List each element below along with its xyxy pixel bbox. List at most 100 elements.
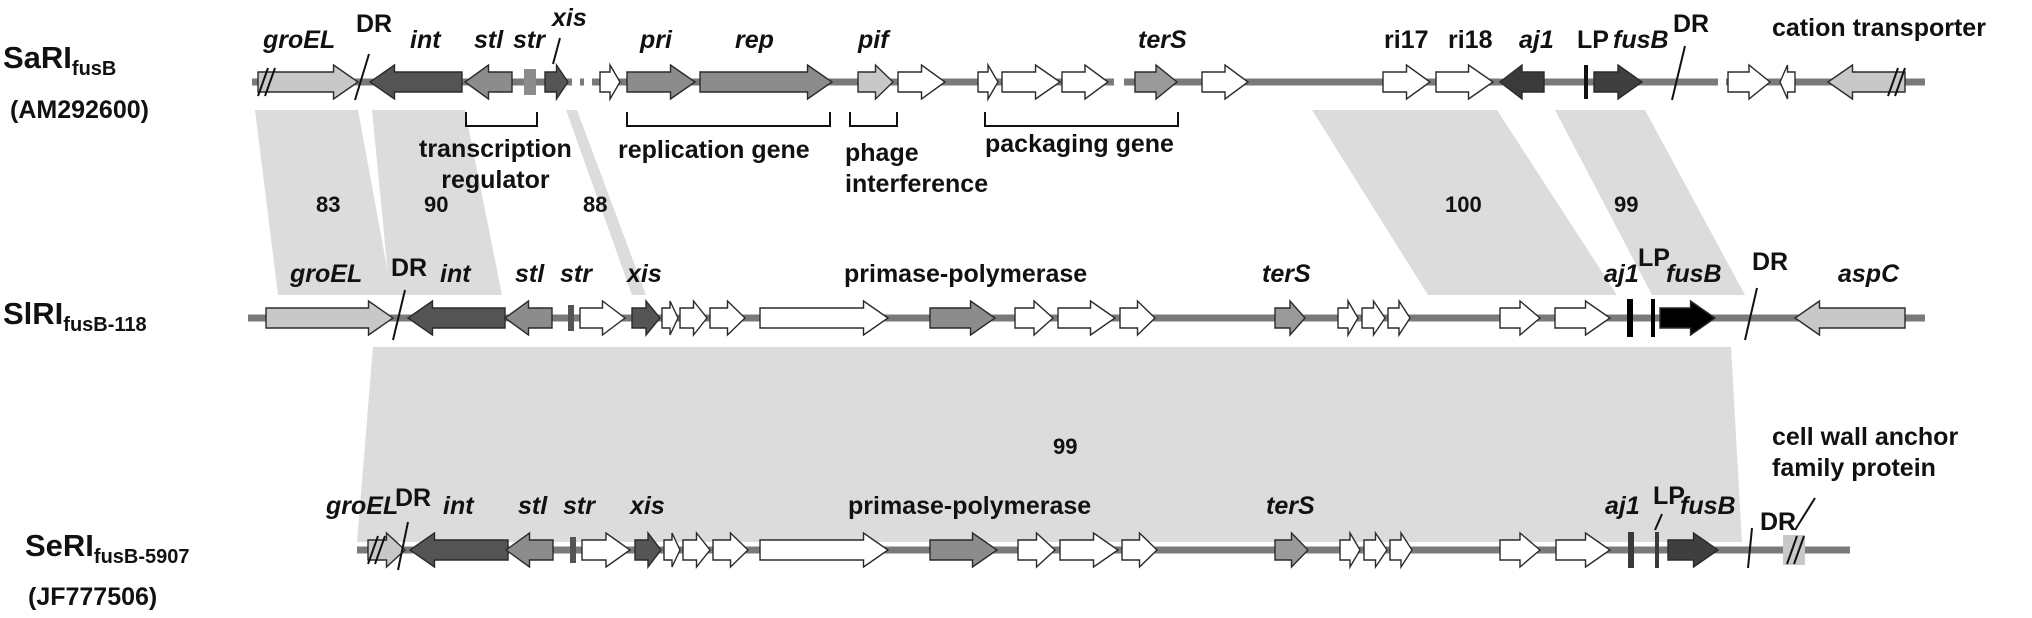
saRI-lp-label: LP — [1577, 26, 1609, 54]
seRI-orf-d — [712, 531, 750, 569]
slRI-xis-label: xis — [627, 260, 662, 288]
saRI-pif-arrow — [857, 63, 895, 101]
seRI-int-arrow — [408, 531, 509, 569]
saRI-orf-h — [1718, 70, 1726, 94]
saRI-ri17-arrow — [1382, 63, 1432, 101]
seRI-lp-bar — [1655, 532, 1659, 568]
saRI-break-left-b — [264, 67, 276, 97]
seRI-orf-b — [663, 532, 681, 568]
seRI-lp-label: LP — [1653, 482, 1685, 510]
identity-aj1: 100 — [1445, 192, 1482, 217]
saRI-rep-label: rep — [735, 26, 774, 54]
seRI-primase-polymerase-label: primase-polymerase — [848, 492, 1092, 520]
slRI-int-label: int — [440, 260, 471, 288]
saRI-xis-arrow — [544, 62, 569, 102]
seRI-dr-left-tick — [397, 521, 409, 571]
seRI-break-left-a — [367, 535, 379, 565]
saRI-fusB-arrow — [1593, 63, 1644, 101]
seRI-orf-f — [1017, 531, 1057, 569]
saRI-replication-gene-label: replication gene — [618, 136, 810, 164]
saRI-small-orf-2 — [584, 70, 592, 94]
seRI-xis-arrow — [634, 530, 662, 570]
saRI-int-label: int — [410, 26, 441, 54]
slRI-dr-right-tick — [1744, 287, 1758, 341]
shade-int — [372, 110, 502, 295]
seRI-terS-arrow — [1274, 531, 1309, 569]
slRI-stl-label: stl — [515, 260, 545, 288]
slRI-orf-b — [661, 300, 679, 336]
seRI-lp-tick — [1654, 513, 1663, 531]
seRI-stl-arrow — [504, 531, 554, 569]
slRI-groEL-arrow — [265, 299, 395, 337]
seRI-dr-right-label: DR — [1760, 508, 1797, 536]
slRI-orf-k — [1387, 298, 1411, 338]
saRI-dr-right-tick — [1671, 45, 1686, 101]
slRI-orf-a — [579, 299, 627, 337]
slRI-orf-e — [759, 299, 890, 337]
seRI-dr-right-tick — [1747, 527, 1753, 569]
saRI-transcription-regulator-label: transcription regulator — [419, 135, 572, 195]
slRI-xis-arrow — [631, 299, 661, 337]
seRI-cell-wall-pointer — [1794, 497, 1816, 531]
saRI-orf-f — [1114, 70, 1124, 94]
seRI-aj1-bar — [1628, 532, 1634, 568]
seRI-fusB-arrow — [1667, 531, 1720, 569]
saRI-cation-transporter-label: cation transporter — [1772, 14, 1986, 42]
saRI-int-arrow — [368, 63, 463, 101]
slRI-groEL-label: groEL — [290, 260, 363, 288]
slRI-primase-polymerase-arrow — [929, 299, 997, 337]
slRI-lp-bar — [1651, 299, 1655, 337]
slRI-orf-g — [1057, 299, 1117, 337]
saRI-bracket-phage — [849, 112, 898, 127]
slRI-aspC-arrow — [1793, 299, 1906, 337]
seRI-orf-m — [1555, 531, 1612, 569]
seRI-cell-wall-anchor-label: cell wall anchor family protein — [1772, 423, 1959, 483]
slRI-orf-d — [709, 299, 747, 337]
saRI-pri-label: pri — [640, 26, 672, 54]
slRI-fusB-label: fusB — [1666, 260, 1722, 288]
saRI-pif-label: pif — [858, 26, 889, 54]
saRI-dr-right-label: DR — [1673, 10, 1710, 38]
slRI-orf-j — [1361, 298, 1386, 338]
seRI-groEL-label: groEL — [326, 492, 399, 520]
saRI-small-orf-1 — [572, 70, 580, 94]
slRI-str-label: str — [560, 260, 592, 288]
slRI-terS-label: terS — [1262, 260, 1311, 288]
saRI-accession: (AM292600) — [10, 96, 149, 124]
shade-core — [357, 347, 1742, 542]
saRI-orf-g — [1201, 63, 1250, 101]
seRI-break-right-a — [1786, 535, 1798, 565]
seRI-break-left-b — [374, 535, 386, 565]
seRI-orf-c — [682, 530, 711, 570]
saRI-dr-left-label: DR — [356, 10, 393, 38]
identity-xis: 88 — [583, 192, 608, 217]
identity-int: 90 — [424, 192, 449, 217]
saRI-orf-c — [977, 62, 999, 102]
seRI-xis-label: xis — [630, 492, 665, 520]
slRI-dr-right-label: DR — [1752, 248, 1789, 276]
saRI-str-bar — [524, 69, 536, 95]
slRI-primase-polymerase-label: primase-polymerase — [844, 260, 1088, 288]
saRI-xis-label: xis — [552, 4, 587, 32]
seRI-terS-label: terS — [1266, 492, 1315, 520]
saRI-phage-interference-label: phage interference — [845, 139, 989, 199]
identity-core: 99 — [1053, 434, 1078, 459]
slRI-fusB-arrow — [1659, 299, 1717, 337]
saRI-str-label: str — [513, 26, 545, 54]
slRI-dr-left-tick — [392, 289, 406, 341]
slRI-aj1-label: aj1 — [1604, 260, 1639, 288]
seRI-name: SeRIfusB-5907 — [25, 528, 190, 568]
seRI-int-label: int — [443, 492, 474, 520]
slRI-str-bar — [568, 305, 574, 331]
shade-xis — [566, 110, 646, 295]
seRI-orf-e — [759, 531, 890, 569]
saRI-break-left-a — [257, 67, 269, 97]
saRI-orf-b — [897, 63, 947, 101]
saRI-packaging-gene-label: packaging gene — [985, 130, 1174, 158]
saRI-break-right-b — [1894, 67, 1906, 97]
seRI-orf-a — [581, 531, 632, 569]
seRI-aj1-label: aj1 — [1605, 492, 1640, 520]
saRI-orf-j — [1779, 64, 1796, 100]
seRI-accession: (JF777506) — [28, 583, 158, 611]
